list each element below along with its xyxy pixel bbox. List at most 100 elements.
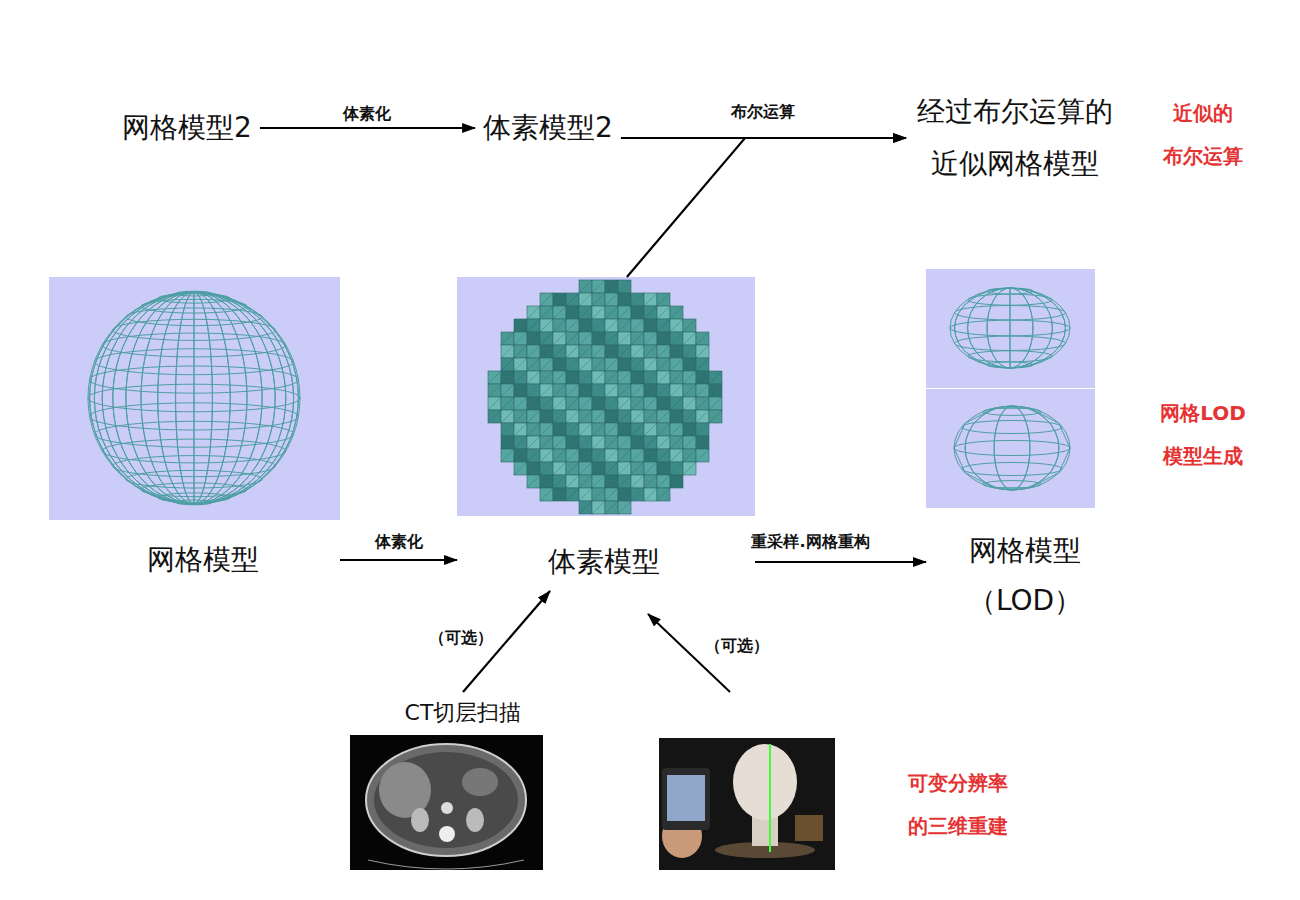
voxel-edge (631, 488, 644, 501)
voxel (527, 449, 540, 462)
ct-scan-node: CT切层扫描 (350, 694, 543, 873)
voxel-edge (605, 293, 618, 306)
voxel (644, 319, 657, 332)
voxel-edge (618, 280, 631, 293)
voxel (657, 293, 670, 306)
voxel-edge (657, 293, 670, 306)
voxel-edge (605, 397, 618, 410)
voxel-edge (657, 397, 670, 410)
arrow-label: （可选） (703, 635, 771, 657)
voxel (657, 462, 670, 475)
voxel (631, 371, 644, 384)
category-note: 近似的 布尔运算 (1160, 92, 1246, 178)
voxel-edge (592, 280, 605, 293)
voxel-edge (540, 332, 553, 345)
voxel-edge (670, 436, 683, 449)
voxel (670, 462, 683, 475)
voxel-edge (540, 345, 553, 358)
voxel (618, 280, 631, 293)
voxel (631, 475, 644, 488)
voxel-edge (605, 501, 618, 514)
mesh-line (176, 292, 213, 504)
voxel (553, 449, 566, 462)
voxel (553, 293, 566, 306)
voxel (631, 488, 644, 501)
voxel-edge (540, 306, 553, 319)
voxel-edge (683, 449, 696, 462)
voxel-edge (566, 436, 579, 449)
mesh-line (954, 408, 1070, 488)
voxel-edge (644, 306, 657, 319)
voxel (670, 436, 683, 449)
voxel (540, 293, 553, 306)
voxel (605, 475, 618, 488)
voxel (644, 358, 657, 371)
ct-table (368, 860, 524, 869)
voxel (592, 462, 605, 475)
voxel (709, 410, 722, 423)
voxel (670, 306, 683, 319)
voxel-edge (631, 423, 644, 436)
voxel-edge (579, 319, 592, 332)
voxel (540, 345, 553, 358)
voxel-edge (566, 475, 579, 488)
voxel (592, 306, 605, 319)
voxel-edge (579, 397, 592, 410)
voxel (683, 462, 696, 475)
voxel-edge (631, 436, 644, 449)
voxel (683, 423, 696, 436)
voxel-edge (683, 462, 696, 475)
voxel (514, 371, 527, 384)
voxel (644, 488, 657, 501)
voxel (514, 358, 527, 371)
voxel-edge (605, 462, 618, 475)
node-text: 网格模型2 (122, 109, 252, 147)
voxel (579, 423, 592, 436)
voxel (592, 397, 605, 410)
mesh-line (90, 292, 299, 504)
voxel (566, 345, 579, 358)
voxel-edge (592, 436, 605, 449)
mesh-line (158, 292, 231, 504)
voxel (540, 358, 553, 371)
voxel-edge (553, 345, 566, 358)
voxel-edge (631, 397, 644, 410)
voxel-edge (566, 410, 579, 423)
voxel-edge (605, 475, 618, 488)
voxel (540, 397, 553, 410)
edge-label: 重采样.网格重构 (749, 531, 871, 553)
voxel (540, 423, 553, 436)
voxel-edge (631, 358, 644, 371)
voxel-edge (592, 488, 605, 501)
voxel (527, 319, 540, 332)
voxel (501, 345, 514, 358)
voxel (501, 332, 514, 345)
voxel-edge (670, 449, 683, 462)
voxel-edge (592, 397, 605, 410)
voxel (631, 293, 644, 306)
voxel-sphere (488, 280, 722, 514)
voxel (644, 475, 657, 488)
voxel (644, 436, 657, 449)
voxel (670, 332, 683, 345)
voxel-edge (683, 436, 696, 449)
category-note: 可变分辨率 的三维重建 (905, 762, 1011, 848)
voxel-edge (618, 319, 631, 332)
voxel-edge (553, 293, 566, 306)
voxel-edge (501, 358, 514, 371)
voxel-edge (644, 423, 657, 436)
voxel (488, 410, 501, 423)
voxel (618, 475, 631, 488)
voxel-edge (657, 488, 670, 501)
voxel (501, 371, 514, 384)
voxel (696, 384, 709, 397)
voxel (527, 423, 540, 436)
voxel (631, 397, 644, 410)
voxel (553, 397, 566, 410)
voxel (709, 371, 722, 384)
mesh-line (994, 406, 1030, 490)
voxel-edge (618, 306, 631, 319)
voxel-edge (670, 358, 683, 371)
voxel (605, 332, 618, 345)
voxel-edge (631, 306, 644, 319)
